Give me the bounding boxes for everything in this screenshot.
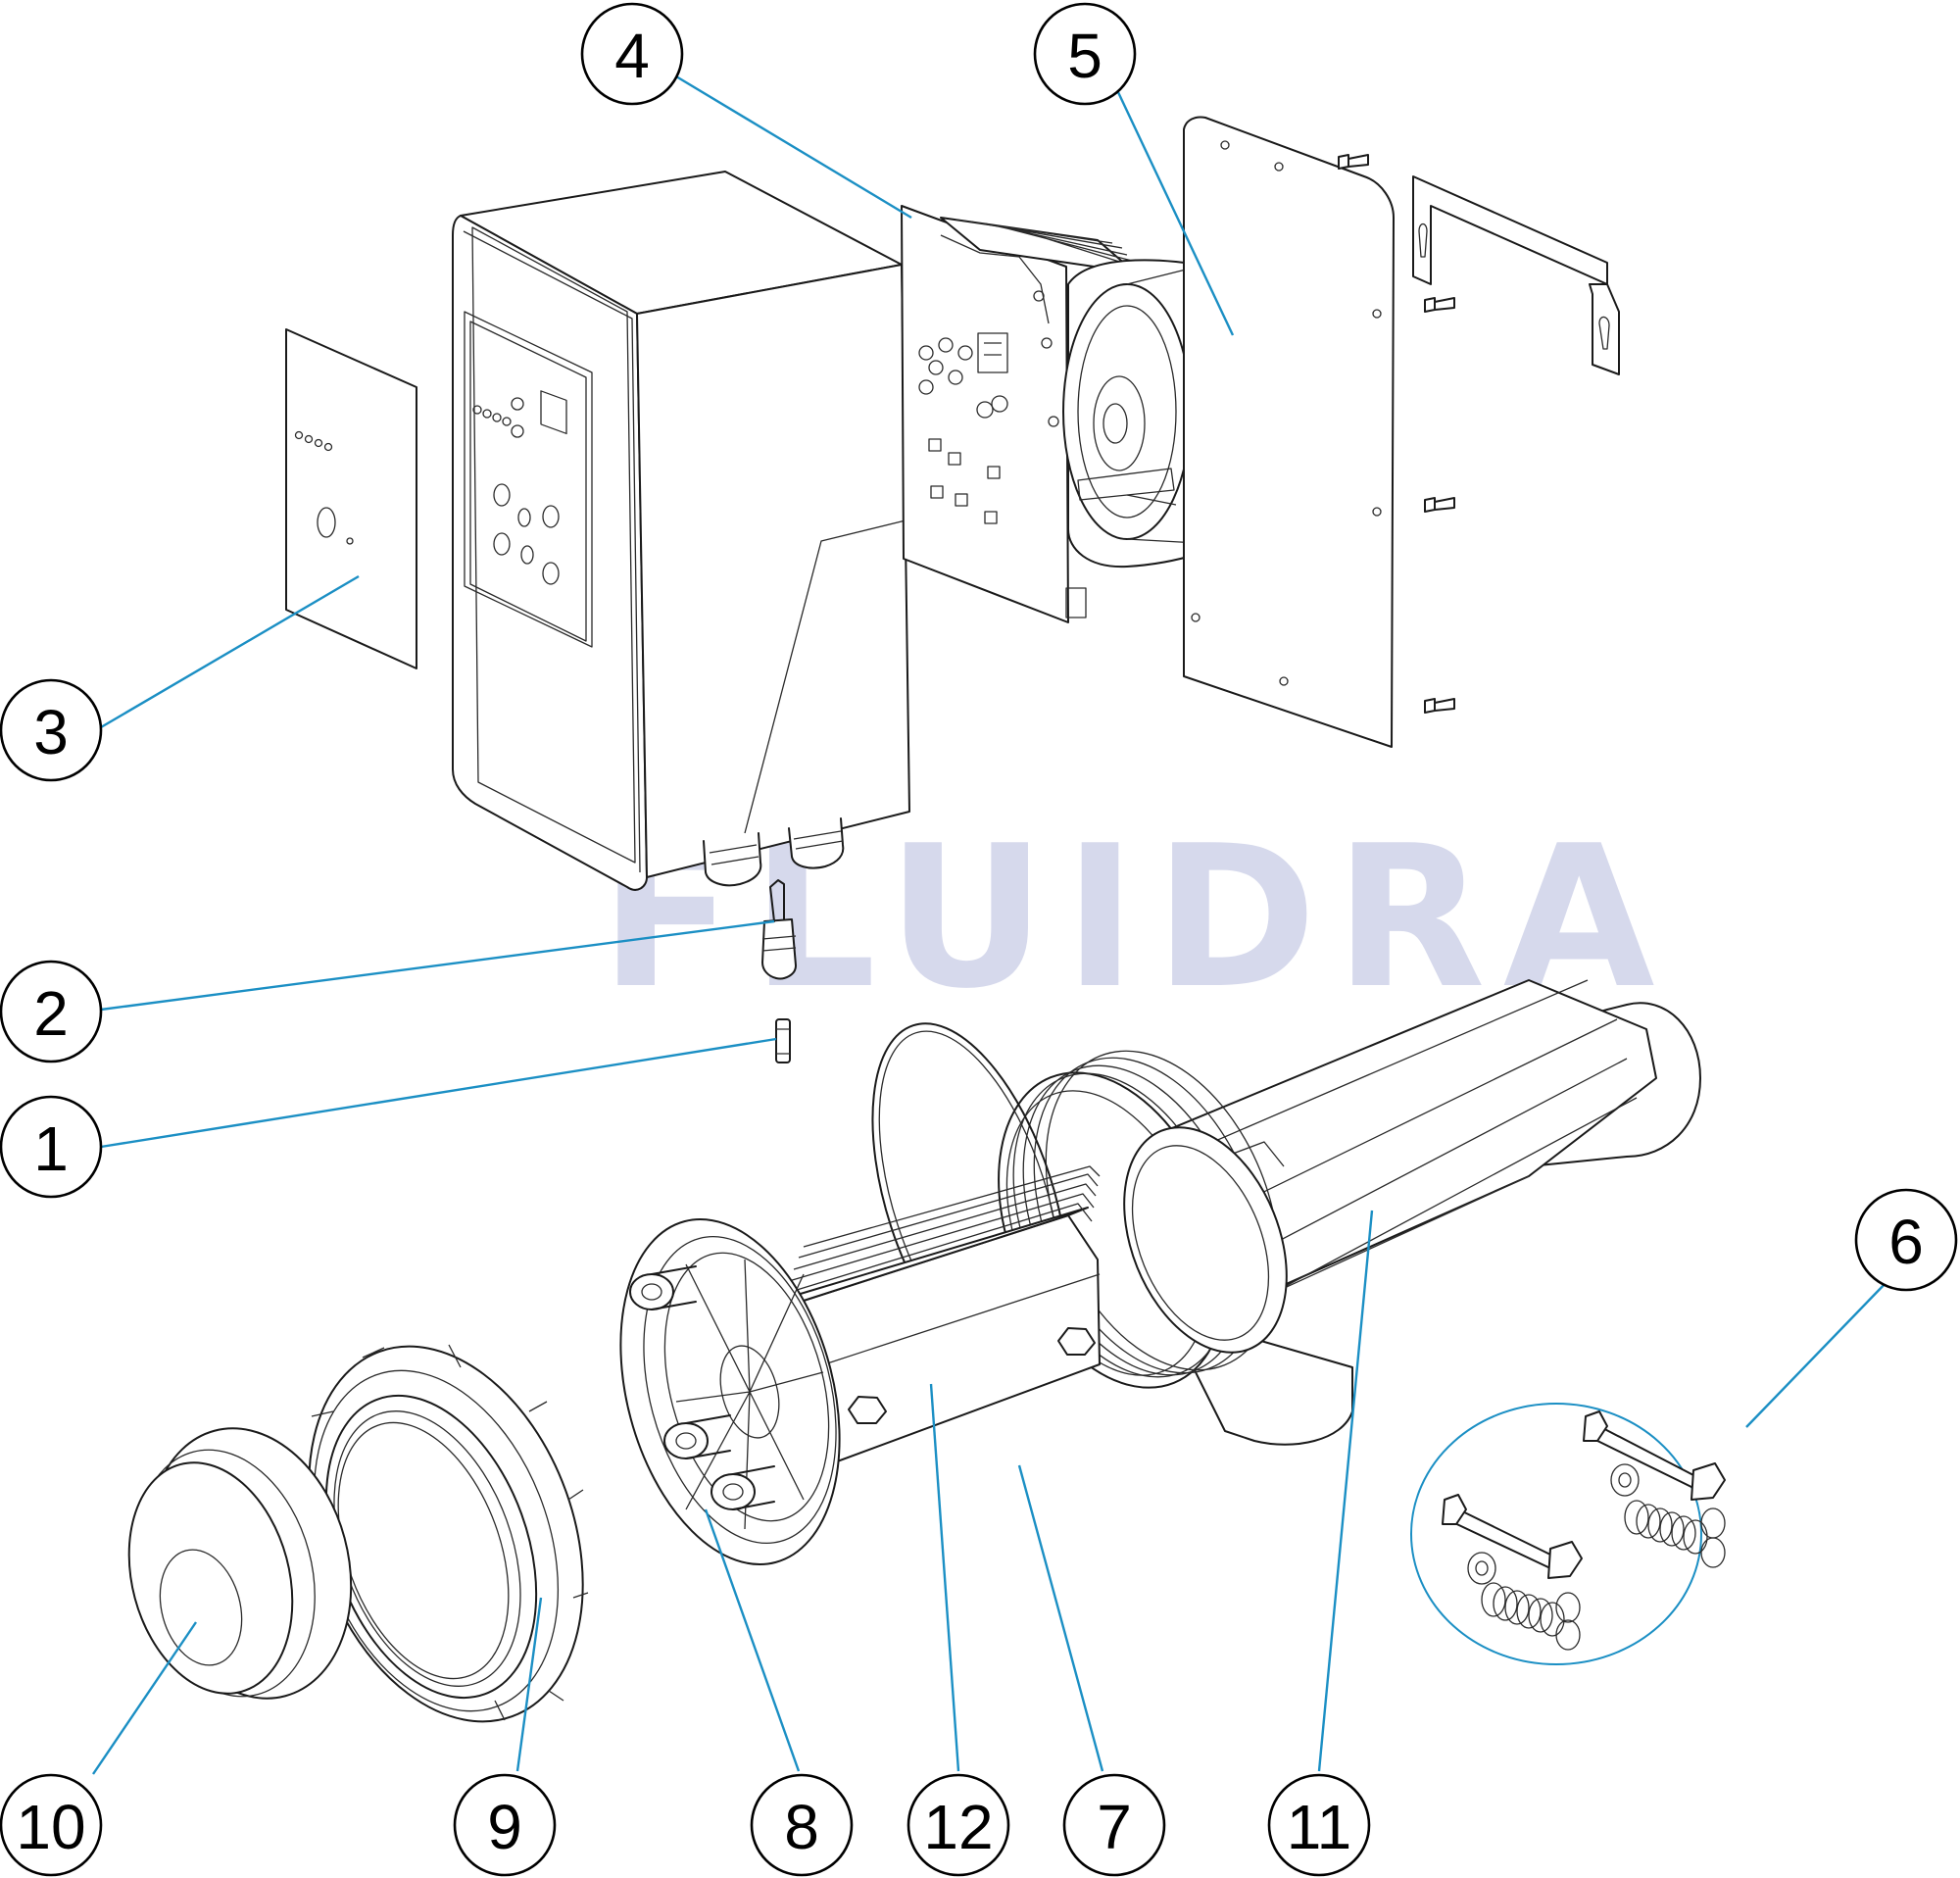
callout-10-label: 10 (16, 1792, 85, 1862)
callout-9-label: 9 (487, 1792, 522, 1862)
threaded-nut (308, 1344, 589, 1723)
callout-1-label: 1 (33, 1113, 69, 1184)
leader-4 (675, 74, 912, 220)
wall-bracket (1412, 175, 1620, 375)
fuse-holder (761, 879, 797, 980)
mounting-screws (1338, 154, 1455, 714)
callout-7-label: 7 (1097, 1792, 1132, 1862)
back-plate (1183, 116, 1395, 748)
leader-12 (929, 1383, 960, 1772)
terminal-studs (629, 1265, 775, 1510)
leader-1 (100, 1037, 777, 1149)
callout-8: 8 (750, 1773, 854, 1877)
leader-8 (704, 1508, 801, 1772)
callout-4-label: 4 (614, 21, 650, 91)
callout-12-label: 12 (923, 1792, 993, 1862)
callout-8-label: 8 (784, 1792, 819, 1862)
electrode-head (619, 1218, 841, 1565)
callout-9: 9 (453, 1773, 557, 1877)
cell-cap (127, 1427, 353, 1700)
leader-lines (92, 74, 1890, 1775)
leader-5 (1115, 89, 1235, 336)
callout-3-label: 3 (33, 697, 69, 767)
callout-4: 4 (580, 2, 684, 106)
callout-12: 12 (906, 1773, 1010, 1877)
callout-7: 7 (1062, 1773, 1166, 1877)
front-label-sheet (285, 328, 417, 669)
callout-2-label: 2 (33, 978, 69, 1049)
callout-6: 6 (1854, 1188, 1958, 1292)
leader-3 (100, 574, 360, 729)
leader-2 (100, 919, 775, 1012)
circuit-board (901, 205, 1136, 623)
bolt-kit (1410, 1403, 1726, 1665)
callout-5-label: 5 (1067, 21, 1102, 91)
electrode-plates (778, 1165, 1101, 1471)
callout-11-label: 11 (1287, 1792, 1351, 1862)
fuse (775, 1018, 791, 1063)
callout-11: 11 (1267, 1773, 1371, 1877)
callout-2: 2 (0, 960, 103, 1063)
leader-11 (1317, 1210, 1374, 1772)
callout-3: 3 (0, 678, 103, 782)
leader-7 (1017, 1464, 1104, 1772)
leader-6 (1745, 1278, 1890, 1428)
leader-10 (92, 1621, 197, 1775)
callout-6-label: 6 (1888, 1207, 1924, 1277)
callout-5: 5 (1033, 2, 1137, 106)
callout-1: 1 (0, 1095, 103, 1199)
controller-housing (452, 171, 910, 891)
leader-9 (515, 1597, 543, 1772)
callout-10: 10 (0, 1773, 103, 1877)
